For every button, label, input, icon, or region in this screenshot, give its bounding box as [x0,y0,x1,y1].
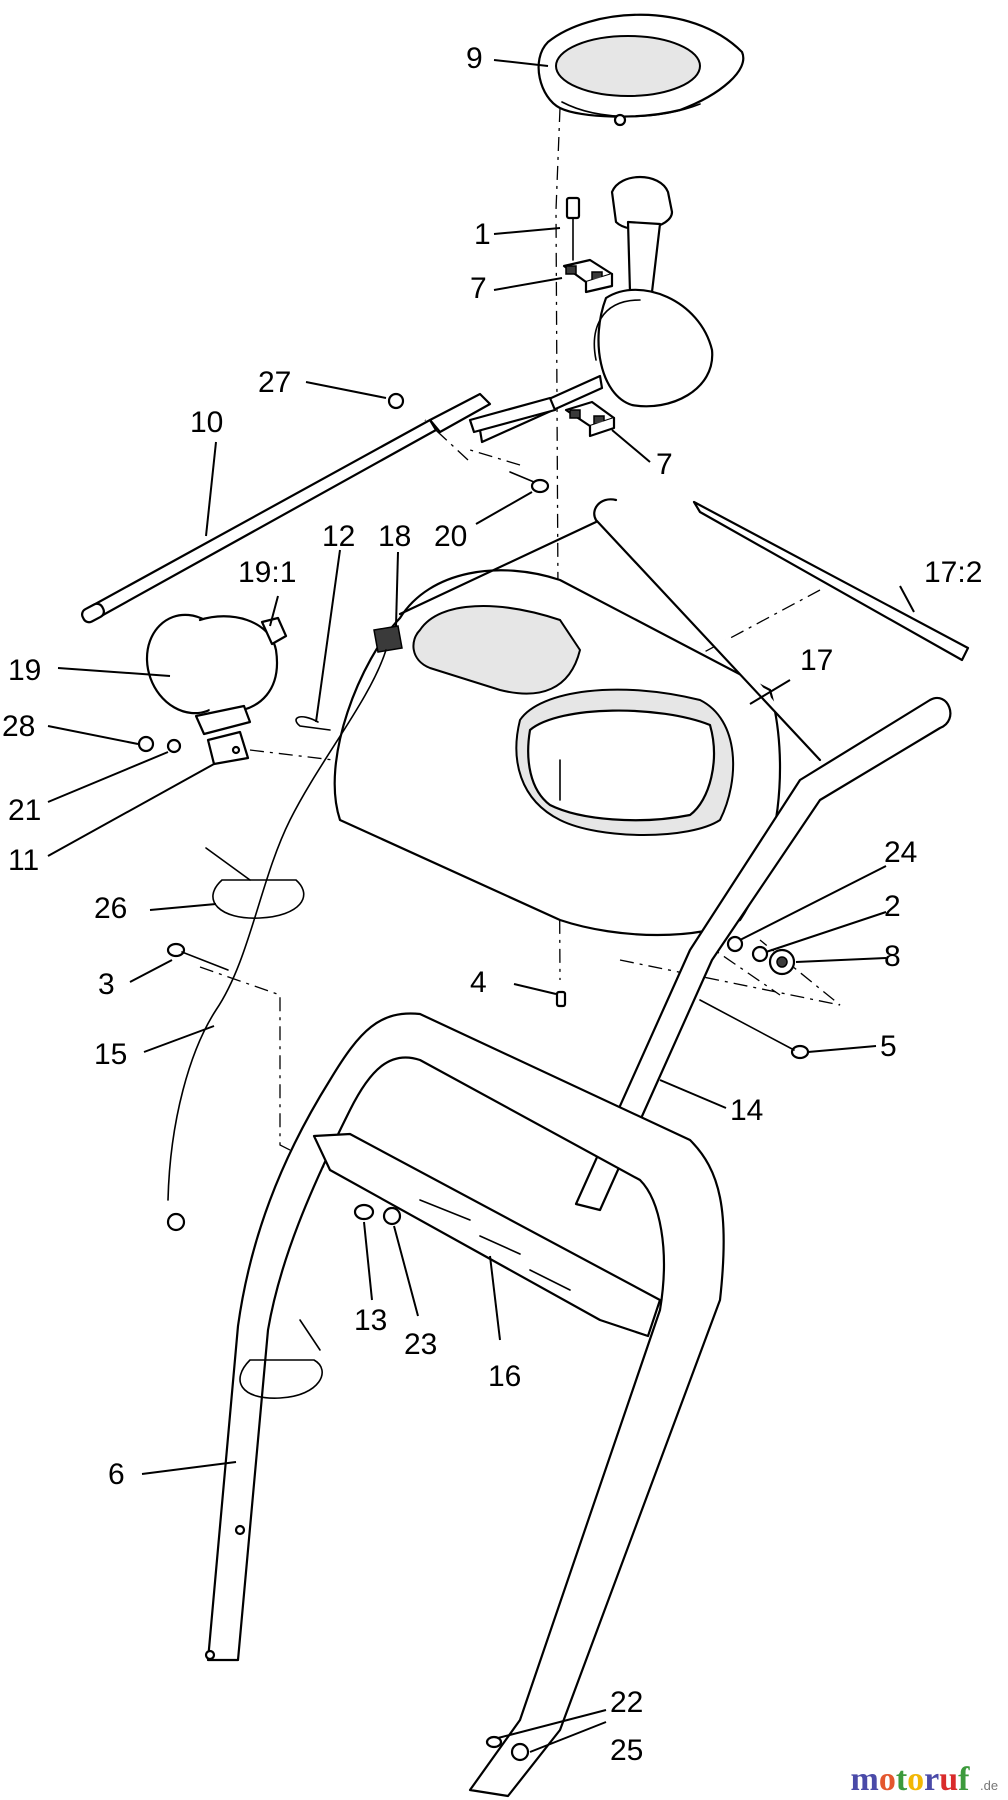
callout-27: 27 [258,366,291,399]
part-26-lower-clip [239,1319,323,1399]
callout-23: 23 [404,1328,437,1361]
callout-12: 12 [322,520,355,553]
callout-7: 7 [656,448,673,481]
part-11-bracket [206,730,250,766]
watermark-letter: o [879,1761,896,1798]
watermark-letter: t [896,1761,908,1798]
callout-6: 6 [108,1458,125,1491]
callout-19: 19 [8,654,41,687]
chute-crank-assembly [468,175,714,444]
part-20-pin [509,471,550,494]
watermark-letter: r [924,1761,939,1798]
part-1-bolt [565,196,581,261]
callout-22: 22 [610,1686,643,1719]
part-24-nut [726,935,744,953]
watermark-suffix: .de [980,1778,998,1793]
callout-9: 9 [466,42,483,75]
callout-17-2: 17:2 [924,556,982,589]
part-28-nut [137,735,155,753]
callout-1: 1 [474,218,491,251]
part-16-cross-brace [312,1132,662,1338]
callout-19-1: 19:1 [238,556,296,589]
callout-8: 8 [884,940,901,973]
part-25-bolt [510,1742,530,1762]
callout-16: 16 [488,1360,521,1393]
part-27-nut [387,392,405,410]
part-9-chute-cover [537,13,745,127]
callout-3: 3 [98,968,115,1001]
callout-15: 15 [94,1038,127,1071]
part-26-clip [205,847,305,919]
callout-leader-lines [47,59,915,1753]
callout-20: 20 [434,520,467,553]
part-19-headlight [145,613,288,736]
part-17-2-decal [692,500,970,662]
watermark-letter: m [851,1761,879,1798]
part-23-nut [382,1206,402,1226]
part-2-washer [751,945,769,963]
part-10-chute-rod [81,392,492,624]
callout-labels: 9 1 7 27 10 7 20 12 18 19:1 17:2 19 17 2… [2,42,982,1767]
part-21-washer [166,738,182,754]
watermark-letter: o [907,1761,924,1798]
part-4-screw [555,990,567,1008]
callout-26: 26 [94,892,127,925]
part-7-upper-clamp [562,258,614,294]
watermark-letter: u [939,1761,958,1798]
part-8-knob [768,948,796,976]
callout-13: 13 [354,1304,387,1337]
part-17-control-panel [333,569,782,937]
callout-7: 7 [470,272,487,305]
part-22-washer [485,1735,503,1749]
part-13-washer [353,1203,375,1221]
part-5-bolt [699,999,810,1060]
callout-17: 17 [800,644,833,677]
callout-24: 24 [884,836,917,869]
motoruf-watermark: motoruf .de [851,1761,999,1798]
part-3-bolt [166,942,229,971]
callout-14: 14 [730,1094,763,1127]
callout-25: 25 [610,1734,643,1767]
part-6-lower-handle [204,1012,725,1798]
callout-4: 4 [470,966,487,999]
part-12-hook [295,715,331,731]
callout-21: 21 [8,794,41,827]
callout-18: 18 [378,520,411,553]
callout-11: 11 [8,844,39,877]
watermark-letter: f [958,1761,970,1798]
callout-2: 2 [884,890,901,923]
callout-28: 28 [2,710,35,743]
callout-5: 5 [880,1030,897,1063]
part-18-connector [373,625,403,653]
callout-10: 10 [190,406,223,439]
part-7-lower-clamp [564,400,616,438]
watermark-name: motoruf [851,1761,971,1798]
